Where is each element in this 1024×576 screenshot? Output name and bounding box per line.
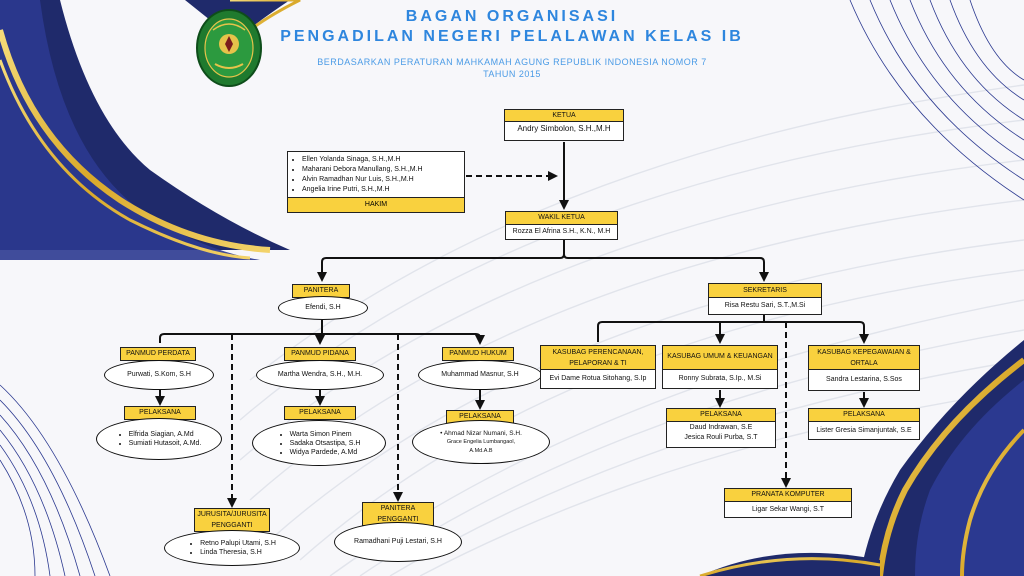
pelaksana-pidana-list: Warta Simon Pinem Sadaka Otsastipa, S.H …	[278, 430, 361, 457]
jurusita-label: JURUSITA/JURUSITA PENGGANTI	[194, 508, 270, 532]
panitera-pengganti-oval: Ramadhani Puji Lestari, S.H	[334, 522, 462, 562]
wakil-ketua-name: Rozza El Afrina S.H., K.N., M.H	[512, 228, 611, 235]
pelaksana-member: Widya Pardede, A.Md	[290, 448, 361, 457]
pelaksana-member: Grace Engelia Lumbangaol,	[446, 438, 516, 445]
pelaksana-perdata-list: Elfrida Siagian, A.Md Sumiati Hutasoit, …	[117, 430, 202, 448]
pelaksana-member: • Ahmad Nizar Numani, S.H.	[440, 429, 522, 437]
pelaksana-kepegawaian-name: Lister Gresia Simanjuntak, S.E	[816, 427, 912, 434]
ketua-name: Andry Simbolon, S.H.,M.H	[517, 124, 611, 133]
kasubag-perencanaan-label: KASUBAG PERENCANAAN, PELAPORAN & TI	[541, 346, 655, 370]
kasubag-perencanaan-box: KASUBAG PERENCANAAN, PELAPORAN & TI Evi …	[540, 345, 656, 389]
panmud-perdata-name: Purwati, S.Kom, S.H	[127, 371, 191, 378]
kasubag-umum-label: KASUBAG UMUM & KEUANGAN	[663, 346, 777, 370]
chart-subtitle-line-1: BERDASARKAN PERATURAN MAHKAMAH AGUNG REP…	[317, 57, 707, 67]
court-logo	[196, 9, 262, 87]
kasubag-umum-box: KASUBAG UMUM & KEUANGAN Ronny Subrata, S…	[662, 345, 778, 389]
pranata-komputer-label: PRANATA KOMPUTER	[725, 489, 851, 502]
ketua-box: KETUA Andry Simbolon, S.H.,M.H	[504, 109, 624, 141]
panitera-pengganti-name: Ramadhani Puji Lestari, S.H	[354, 538, 442, 545]
hakim-member-list: Ellen Yolanda Sinaga, S.H.,M.H Maharani …	[288, 155, 464, 195]
hakim-label: HAKIM	[288, 197, 464, 212]
chart-title-line-1: BAGAN ORGANISASI	[405, 8, 619, 25]
chart-title-line-2: PENGADILAN NEGERI PELALAWAN KELAS IB	[280, 28, 744, 45]
pelaksana-kepegawaian-box: PELAKSANA Lister Gresia Simanjuntak, S.E	[808, 408, 920, 440]
wakil-ketua-box: WAKIL KETUA Rozza El Afrina S.H., K.N., …	[505, 211, 618, 240]
panitera-name: Efendi, S.H	[305, 304, 341, 311]
pelaksana-pidana-oval: Warta Simon Pinem Sadaka Otsastipa, S.H …	[252, 420, 386, 466]
panmud-perdata-oval: Purwati, S.Kom, S.H	[104, 360, 214, 390]
hakim-member: Maharani Debora Manullang, S.H.,M.H	[302, 165, 464, 175]
jurusita-member: Linda Theresia, S.H	[200, 548, 276, 557]
hakim-member: Ellen Yolanda Sinaga, S.H.,M.H	[302, 155, 464, 165]
pranata-komputer-box: PRANATA KOMPUTER Ligar Sekar Wangi, S.T	[724, 488, 852, 518]
kasubag-umum-name: Ronny Subrata, S.Ip., M.Si	[678, 375, 762, 382]
pelaksana-kepegawaian-label: PELAKSANA	[809, 409, 919, 422]
kasubag-perencanaan-name: Evi Dame Rotua Sitohang, S.Ip	[549, 375, 647, 382]
panmud-pidana-label: PANMUD PIDANA	[284, 347, 356, 361]
pelaksana-hukum-oval: • Ahmad Nizar Numani, S.H. Grace Engelia…	[412, 420, 550, 464]
hakim-member: Alvin Ramadhan Nur Luis, S.H.,M.H	[302, 175, 464, 185]
panitera-oval: Efendi, S.H	[278, 296, 368, 320]
kasubag-kepegawaian-name: Sandra Lestarina, S.Sos	[826, 376, 902, 383]
hakim-box: Ellen Yolanda Sinaga, S.H.,M.H Maharani …	[287, 151, 465, 213]
panmud-pidana-name: Martha Wendra, S.H., M.H.	[277, 371, 363, 378]
jurusita-member: Retno Palupi Utami, S.H	[200, 539, 276, 548]
panmud-pidana-oval: Martha Wendra, S.H., M.H.	[256, 360, 384, 390]
jurusita-list: Retno Palupi Utami, S.H Linda Theresia, …	[188, 539, 276, 557]
chart-subtitle-line-2: TAHUN 2015	[483, 69, 541, 79]
pelaksana-member: Warta Simon Pinem	[290, 430, 361, 439]
panmud-hukum-label: PANMUD HUKUM	[442, 347, 514, 361]
pelaksana-pidana-label: PELAKSANA	[284, 406, 356, 420]
pelaksana-member: Daud Indrawan, S.E	[689, 424, 753, 431]
sekretaris-box: SEKRETARIS Risa Restu Sari, S.T.,M.Si	[708, 283, 822, 315]
jurusita-oval: Retno Palupi Utami, S.H Linda Theresia, …	[164, 530, 300, 566]
pelaksana-member-suffix: A.Md.A.B	[469, 447, 493, 454]
panmud-hukum-oval: Muhammad Masnur, S.H	[418, 360, 542, 390]
pelaksana-perdata-oval: Elfrida Siagian, A.Md Sumiati Hutasoit, …	[96, 418, 222, 460]
pelaksana-member: Jesica Rouli Purba, S.T	[684, 434, 758, 441]
sekretaris-name: Risa Restu Sari, S.T.,M.Si	[724, 302, 806, 309]
pelaksana-member: Elfrida Siagian, A.Md	[129, 430, 202, 439]
pelaksana-umum-members: Daud Indrawan, S.E Jesica Rouli Purba, S…	[667, 422, 775, 444]
hakim-member: Angelia Irine Putri, S.H.,M.H	[302, 185, 464, 195]
sekretaris-label: SEKRETARIS	[709, 284, 821, 298]
wakil-ketua-label: WAKIL KETUA	[506, 212, 617, 225]
kasubag-kepegawaian-box: KASUBAG KEPEGAWAIAN & ORTALA Sandra Lest…	[808, 345, 920, 391]
panmud-perdata-label: PANMUD PERDATA	[120, 347, 196, 361]
pelaksana-umum-box: PELAKSANA Daud Indrawan, S.E Jesica Roul…	[666, 408, 776, 448]
ketua-label: KETUA	[505, 110, 623, 122]
pelaksana-umum-label: PELAKSANA	[667, 409, 775, 422]
pranata-komputer-name: Ligar Sekar Wangi, S.T	[751, 506, 825, 513]
panmud-hukum-name: Muhammad Masnur, S.H	[441, 371, 519, 378]
pelaksana-member: Sadaka Otsastipa, S.H	[290, 439, 361, 448]
kasubag-kepegawaian-label: KASUBAG KEPEGAWAIAN & ORTALA	[809, 346, 919, 370]
pelaksana-member: Sumiati Hutasoit, A.Md.	[129, 439, 202, 448]
